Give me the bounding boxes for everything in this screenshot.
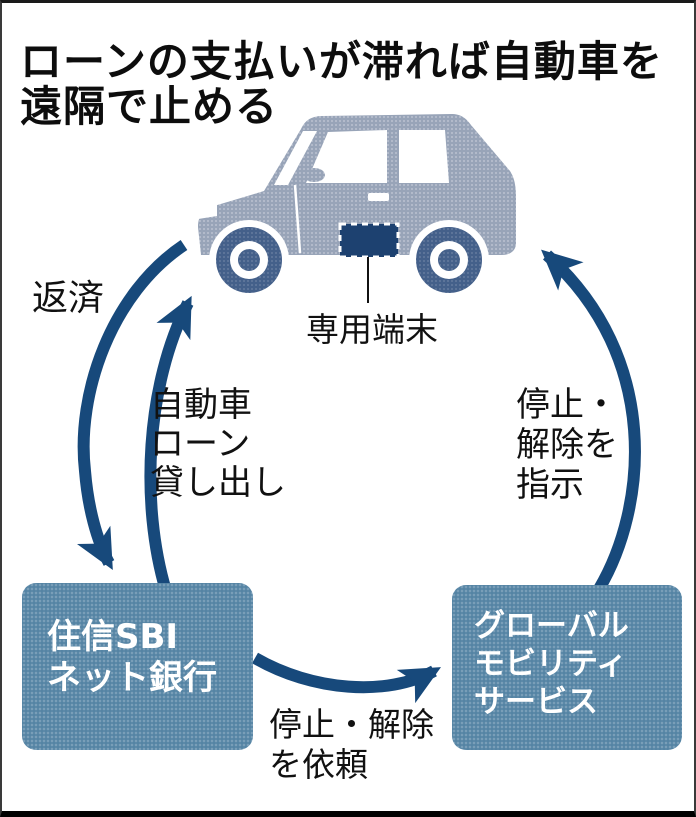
service-box: グローバル モビリティ サービス: [452, 585, 682, 750]
car-side-icon: [192, 114, 516, 303]
instruct-label-line1: 停止・: [516, 385, 618, 425]
rear-wheel-icon: [416, 227, 482, 293]
loan-label-line3: 貸し出し: [150, 463, 286, 503]
loan-label-line2: ローン: [150, 424, 251, 464]
service-box-line3: サービス: [474, 684, 598, 720]
bank-box-line2: ネット銀行: [47, 658, 217, 698]
instruct-arrow: [541, 249, 641, 593]
headline: ローンの支払いが滞れば自動車を 遠隔で止める: [20, 39, 680, 129]
terminal-device-icon: [338, 222, 400, 259]
request-arrow: [251, 652, 442, 704]
instruct-label: 停止・ 解除を 指示: [516, 385, 618, 505]
diagram-canvas: [77, 114, 641, 704]
request-label: 停止・解除 を依頼: [269, 705, 434, 785]
repayment-arrow: [77, 240, 188, 571]
instruct-label-line3: 指示: [516, 465, 584, 505]
request-label-line2: を依頼: [269, 745, 368, 784]
front-wheel-icon: [216, 227, 282, 293]
service-box-line2: モビリティ: [474, 646, 628, 682]
request-label-line1: 停止・解除: [269, 705, 434, 744]
loan-label-line1: 自動車: [150, 385, 252, 425]
terminal-label: 専用端末: [306, 310, 438, 349]
headline-line2: 遠隔で止める: [20, 82, 279, 132]
loan-arrow: [144, 295, 194, 593]
service-box-line1: グローバル: [474, 608, 629, 644]
bank-box: 住信SBI ネット銀行: [22, 583, 253, 750]
bank-box-line1: 住信SBI: [47, 617, 179, 657]
headline-line1: ローンの支払いが滞れば自動車を: [20, 37, 663, 87]
loan-label: 自動車 ローン 貸し出し: [150, 386, 286, 503]
repayment-label: 返済: [32, 278, 105, 319]
instruct-label-line2: 解除を: [516, 425, 618, 465]
